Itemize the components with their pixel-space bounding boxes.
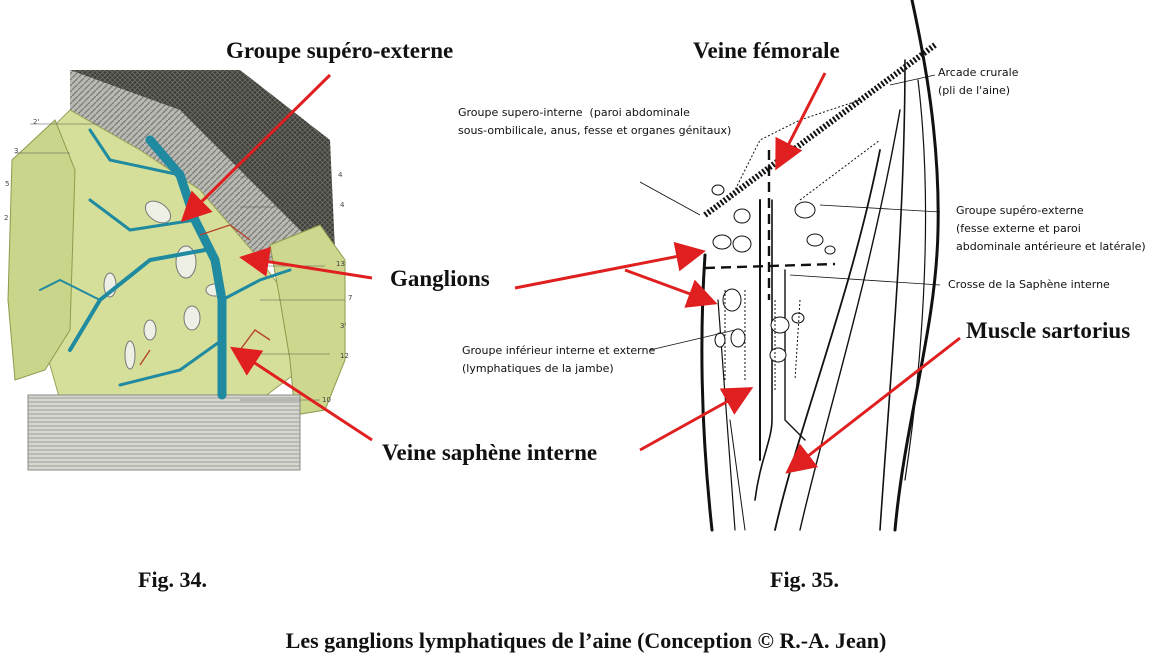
caption-fig35: Fig. 35.: [770, 567, 840, 592]
ref-num-10: 10: [322, 396, 331, 404]
label-ganglions: Ganglions: [390, 266, 490, 291]
ref-num-3b: 3: [318, 151, 322, 159]
leader-supero-externe: [819, 204, 940, 213]
label-veine-femorale: Veine fémorale: [693, 38, 840, 63]
annotation-supero-interne: Groupe supero-interne (paroi abdominale …: [458, 106, 732, 137]
arrow-sartorius: [785, 336, 961, 474]
saphenous-vein-tree: [39, 128, 292, 400]
leader-crosse: [789, 274, 940, 286]
annotation-inferieur: Groupe inférieur interne et externe (lym…: [462, 344, 656, 375]
ref-num-3: 3: [14, 147, 18, 155]
arrow-ganglions-fig34: [239, 246, 373, 280]
lymph-nodes-fig34: [103, 200, 225, 370]
arrow-veine-femorale: [775, 72, 827, 171]
footer-title: Les ganglions lymphatiques de l’aine (Co…: [285, 628, 887, 653]
label-muscle-sartorius: Muscle sartorius: [966, 318, 1131, 343]
annotation-supero-externe: Groupe supéro-externe (fesse externe et …: [956, 204, 1146, 253]
ref-num-4: 4: [338, 171, 343, 179]
bottom-band: [27, 394, 301, 471]
arrow-ganglions-lower: [624, 268, 718, 308]
arteries: [139, 224, 271, 366]
lymph-chains: [711, 184, 836, 363]
fig35-illustration: [640, 0, 940, 532]
sartorius-lines: [774, 149, 881, 531]
ref-num-13: 13: [336, 260, 345, 268]
leader-inferieur: [649, 329, 736, 351]
caption-fig34: Fig. 34.: [138, 567, 208, 592]
arrow-supero-externe: [180, 73, 332, 223]
reference-lines: [15, 123, 345, 401]
ref-num-7: 7: [348, 294, 352, 302]
fig34-illustration: 2' 3 5 2 11 3 4 4 13 7 3' 12 10: [4, 70, 352, 471]
annotation-crosse-saphene: Crosse de la Saphène interne: [948, 278, 1110, 291]
thigh-outline-right: [893, 0, 940, 532]
arrow-saphene-fig35: [639, 387, 754, 452]
leader-arcade: [889, 74, 936, 86]
ref-num-12: 12: [340, 352, 349, 360]
ref-num-11: 11: [296, 128, 305, 136]
ref-num-2: 2: [4, 214, 8, 222]
arrow-ganglions-upper: [514, 241, 706, 290]
label-veine-saphene-interne: Veine saphène interne: [382, 440, 598, 465]
arrow-saphene-fig34: [229, 346, 373, 442]
label-groupe-supero-externe: Groupe supéro-externe: [226, 38, 454, 63]
ref-num-4b: 4: [340, 201, 345, 209]
ref-num-2p: 2': [33, 118, 39, 126]
leader-supero-interne: [640, 181, 701, 216]
ref-num-3p: 3': [340, 322, 346, 330]
left-flap: [7, 119, 76, 381]
annotation-arcade-crurale: Arcade crurale (pli de l'aine): [938, 66, 1019, 97]
ref-num-5: 5: [5, 180, 9, 188]
skin-flap: [70, 70, 320, 265]
